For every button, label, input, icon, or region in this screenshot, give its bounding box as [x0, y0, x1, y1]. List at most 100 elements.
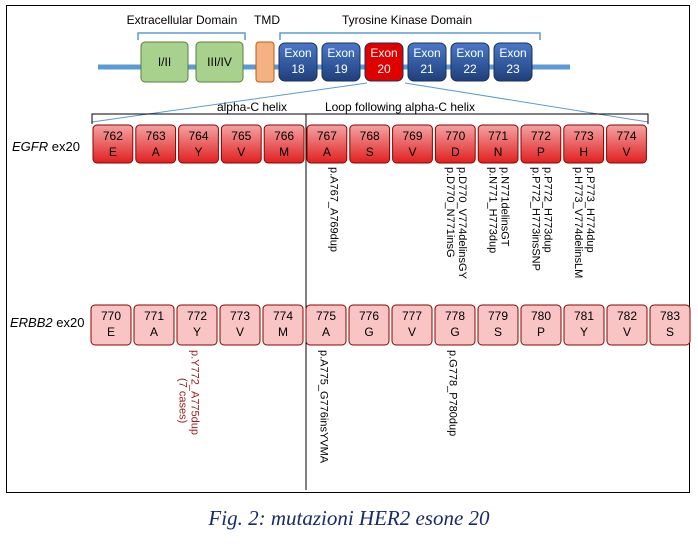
- green-domain-box: I/II: [140, 41, 189, 83]
- exon-box: Exon 20: [364, 42, 404, 82]
- residue-letter: V: [408, 325, 416, 339]
- mutation-label: p.A775_G776insYVMA: [318, 350, 330, 464]
- exon-box: Exon 21: [407, 42, 447, 82]
- residue-number: 777: [402, 309, 422, 323]
- mutation-label: p.D770_V774delinsGY: [456, 167, 468, 280]
- loop-bracket: [306, 113, 649, 124]
- egfr-row-label: EGFR ex20: [12, 139, 80, 154]
- exon-label: Exon: [370, 46, 397, 60]
- residue-number: 774: [273, 309, 293, 323]
- residue-number: 774: [616, 129, 636, 143]
- residue-letter: Y: [194, 145, 202, 159]
- residue-number: 776: [359, 309, 379, 323]
- tmd-box: [255, 41, 275, 83]
- residue-letter: D: [451, 145, 460, 159]
- residue-number: 771: [144, 309, 164, 323]
- residue-letter: E: [107, 325, 115, 339]
- zoom-line-left: [91, 82, 368, 123]
- residue-number: 766: [274, 129, 294, 143]
- residue-number: 765: [231, 129, 251, 143]
- residue-number: 780: [531, 309, 551, 323]
- mutation-text: p.A775_G776insYVMA: [318, 350, 330, 464]
- erbb2-mutation-labels: p.Y772_A775dup(7 cases)p.A775_G776insYVM…: [177, 350, 459, 464]
- mutation-text: p.A767_A769dup: [327, 167, 339, 252]
- erbb2-row-label: ERBB2 ex20: [10, 315, 84, 330]
- mutation-label: p.P772_H773dup: [541, 167, 553, 253]
- residue-letter: P: [537, 145, 545, 159]
- residue-letter: V: [623, 325, 631, 339]
- domain-diagram: Extracellular Domain TMD Tyrosine Kinase…: [10, 13, 691, 490]
- residue-number: 773: [574, 129, 594, 143]
- residue-letter: N: [494, 145, 503, 159]
- figure-caption: Fig. 2: mutazioni HER2 esone 20: [208, 506, 490, 530]
- tmd-label: TMD: [254, 13, 280, 27]
- erbb2-exon-suffix: ex20: [53, 315, 85, 330]
- residue-letter: A: [322, 325, 330, 339]
- residue-number: 772: [531, 129, 551, 143]
- residue-letter: V: [622, 145, 630, 159]
- zoom-line-right: [404, 82, 649, 123]
- exon-label: 22: [463, 62, 477, 76]
- residue-letter: V: [236, 325, 244, 339]
- loop-label: Loop following alpha-C helix: [325, 100, 475, 114]
- residue-letter: A: [152, 145, 160, 159]
- residue-number: 773: [230, 309, 250, 323]
- residue-letter: G: [450, 325, 459, 339]
- green-domain-box: III/IV: [195, 41, 244, 83]
- residue-letter: H: [579, 145, 588, 159]
- mutation-text: p.P772_H773insSNP: [529, 167, 541, 271]
- residue-number: 764: [188, 129, 208, 143]
- residue-number: 775: [316, 309, 336, 323]
- residue-number: 769: [402, 129, 422, 143]
- residue-letter: E: [109, 145, 117, 159]
- exon-label: Exon: [413, 46, 440, 60]
- exon-box: Exon 22: [450, 42, 490, 82]
- residue-number: 779: [488, 309, 508, 323]
- residue-letter: Y: [193, 325, 201, 339]
- erbb2-residue-strip: 770E771A772Y773V774M775A776G777V778G779S…: [90, 304, 691, 346]
- exon-label: 19: [334, 62, 348, 76]
- mutation-label: p.H773_V774delinsLM: [572, 167, 584, 278]
- mutation-subtext: (7 cases): [177, 378, 189, 423]
- mutation-text: p.G778_P780dup: [447, 350, 459, 436]
- mutation-text: p.P772_H773dup: [541, 167, 553, 253]
- mutation-text: p.N771_H773dup: [487, 167, 499, 253]
- mutation-label: p.D770_N771insG: [444, 167, 456, 258]
- residue-number: 770: [101, 309, 121, 323]
- mutation-label: p.N771delinsGT: [499, 167, 511, 247]
- exon-label: Exon: [456, 46, 483, 60]
- exon-label: 21: [420, 62, 434, 76]
- extracellular-label: Extracellular Domain: [127, 13, 238, 27]
- erbb2-gene-name: ERBB2: [10, 315, 53, 330]
- residue-letter: P: [537, 325, 545, 339]
- residue-letter: M: [279, 145, 289, 159]
- exon-label: 20: [377, 62, 391, 76]
- mutation-label: p.G778_P780dup: [447, 350, 459, 436]
- exon-label: Exon: [499, 46, 526, 60]
- residue-number: 783: [660, 309, 680, 323]
- residue-letter: S: [366, 145, 374, 159]
- egfr-exon-suffix: ex20: [48, 139, 80, 154]
- extracellular-bracket: [137, 32, 246, 40]
- mutation-text: p.H773_V774delinsLM: [572, 167, 584, 278]
- residue-letter: S: [494, 325, 502, 339]
- alpha-c-label: alpha-C helix: [217, 100, 287, 114]
- tkd-label: Tyrosine Kinase Domain: [342, 13, 472, 27]
- residue-letter: Y: [580, 325, 588, 339]
